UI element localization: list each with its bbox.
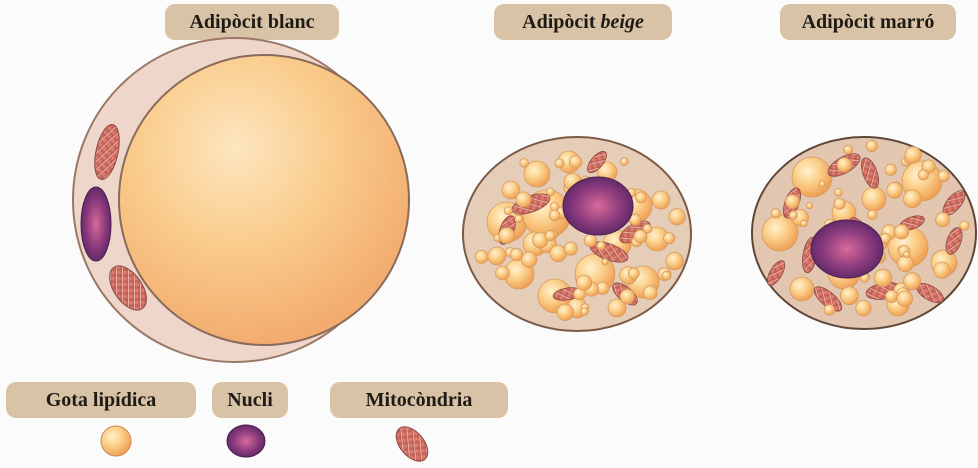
beige-small-lipid-droplet <box>636 192 647 203</box>
beige-small-lipid-droplet <box>520 159 529 168</box>
beige-small-lipid-droplet <box>564 242 577 255</box>
brown-lipid-droplet <box>790 277 814 301</box>
brown-lipid-droplet <box>862 187 886 211</box>
beige-small-lipid-droplet <box>669 209 685 225</box>
nucleus-icon <box>227 425 265 457</box>
white-nucleus <box>81 187 111 261</box>
brown-small-lipid-droplet <box>834 198 845 209</box>
brown-adipocyte <box>752 137 976 329</box>
brown-small-lipid-droplet <box>837 158 852 173</box>
beige-small-lipid-droplet <box>597 242 605 250</box>
beige-small-lipid-droplet <box>504 207 512 215</box>
brown-small-lipid-droplet <box>904 251 910 257</box>
beige-small-lipid-droplet <box>557 304 573 320</box>
beige-small-lipid-droplet <box>499 228 515 244</box>
brown-small-lipid-droplet <box>897 291 913 307</box>
beige-lipid-droplet <box>652 191 670 209</box>
beige-lipid-droplet <box>488 247 506 265</box>
brown-small-lipid-droplet <box>771 209 781 219</box>
lipid-droplet-icon <box>101 426 131 456</box>
beige-small-lipid-droplet <box>662 271 671 280</box>
beige-small-lipid-droplet <box>620 158 628 166</box>
beige-small-lipid-droplet <box>515 215 523 223</box>
brown-small-lipid-droplet <box>918 170 928 180</box>
beige-small-lipid-droplet <box>584 234 596 246</box>
beige-small-lipid-droplet <box>576 275 591 290</box>
beige-small-lipid-droplet <box>634 230 647 243</box>
beige-small-lipid-droplet <box>620 289 634 303</box>
beige-small-lipid-droplet <box>663 233 674 244</box>
white-lipid-droplet <box>119 55 409 345</box>
brown-small-lipid-droplet <box>786 195 800 209</box>
white-adipocyte <box>73 38 409 362</box>
brown-small-lipid-droplet <box>936 213 950 227</box>
beige-small-lipid-droplet <box>666 252 684 270</box>
brown-small-lipid-droplet <box>894 225 908 239</box>
beige-small-lipid-droplet <box>581 308 589 316</box>
beige-small-lipid-droplet <box>549 210 560 221</box>
brown-small-lipid-droplet <box>934 262 950 278</box>
brown-small-lipid-droplet <box>897 256 913 272</box>
brown-small-lipid-droplet <box>887 183 903 199</box>
brown-nucleus <box>811 220 883 278</box>
beige-small-lipid-droplet <box>555 159 564 168</box>
brown-small-lipid-droplet <box>807 203 813 209</box>
beige-small-lipid-droplet <box>602 259 608 265</box>
brown-small-lipid-droplet <box>840 287 858 305</box>
beige-small-lipid-droplet <box>521 252 536 267</box>
brown-small-lipid-droplet <box>856 300 871 315</box>
beige-small-lipid-droplet <box>643 286 657 300</box>
beige-small-lipid-droplet <box>628 268 639 279</box>
brown-small-lipid-droplet <box>886 290 898 302</box>
brown-small-lipid-droplet <box>904 190 922 208</box>
beige-small-lipid-droplet <box>547 188 555 196</box>
brown-small-lipid-droplet <box>905 147 921 163</box>
brown-small-lipid-droplet <box>819 181 825 187</box>
mitochondrion-icon <box>390 421 434 467</box>
brown-small-lipid-droplet <box>938 171 949 182</box>
brown-small-lipid-droplet <box>960 221 969 230</box>
brown-small-lipid-droplet <box>835 189 843 197</box>
brown-small-lipid-droplet <box>789 211 797 219</box>
beige-small-lipid-droplet <box>569 156 582 169</box>
brown-small-lipid-droplet <box>874 269 892 287</box>
beige-small-lipid-droplet <box>510 248 522 260</box>
beige-small-lipid-droplet <box>496 266 510 280</box>
brown-small-lipid-droplet <box>866 140 877 151</box>
beige-nucleus <box>563 177 633 235</box>
brown-small-lipid-droplet <box>801 220 808 227</box>
beige-small-lipid-droplet <box>475 250 488 263</box>
beige-small-lipid-droplet <box>545 231 555 241</box>
brown-small-lipid-droplet <box>824 305 834 315</box>
beige-adipocyte <box>463 137 691 331</box>
brown-small-lipid-droplet <box>885 164 896 175</box>
beige-small-lipid-droplet <box>516 192 531 207</box>
brown-small-lipid-droplet <box>868 210 878 220</box>
brown-small-lipid-droplet <box>904 273 921 290</box>
brown-small-lipid-droplet <box>844 145 853 154</box>
